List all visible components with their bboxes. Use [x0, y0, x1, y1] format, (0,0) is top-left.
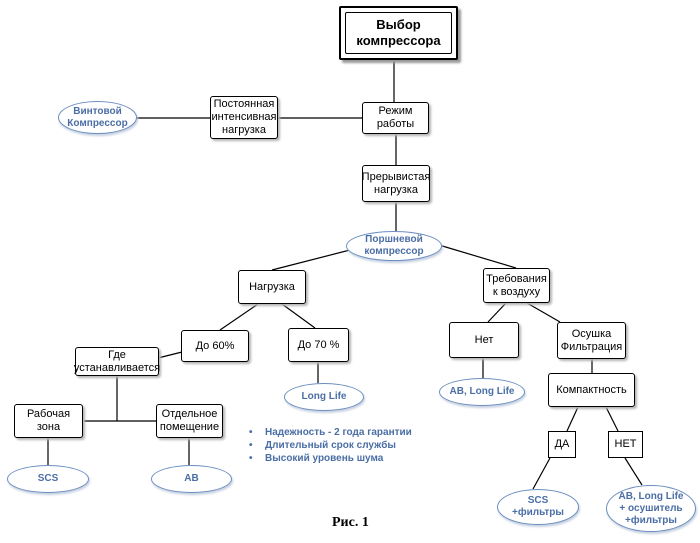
edge-no-abfull [624, 457, 643, 486]
node-separate-room: Отдельное помещение [156, 404, 223, 438]
node-screw-compressor: Винтовой Компрессор [58, 101, 137, 134]
node-ab-long-life-dryer-filters: AB, Long Life + осушитель +фильтры [606, 485, 696, 532]
edge-compact-yes [566, 406, 579, 432]
edge-load-70 [281, 303, 316, 329]
node-no-box: НЕТ [608, 431, 643, 458]
benefit-item: Высокий уровень шума [247, 452, 412, 465]
edge-airreq-drying [526, 302, 561, 323]
node-compactness: Компактность [548, 373, 635, 407]
benefit-item: Надежность - 2 года гарантии [247, 426, 412, 439]
node-constant-load: Постоянная интенсивная нагрузка [210, 96, 278, 139]
node-air-requirements: Требования к воздуху [483, 268, 550, 303]
edge-60-where [157, 351, 183, 359]
benefit-item: Длительный срок службы [247, 439, 412, 452]
node-scs: SCS [7, 465, 89, 493]
edge-airreq-no [487, 302, 507, 323]
node-ab-long-life: AB, Long Life [439, 378, 525, 406]
edge-where-split [84, 376, 118, 422]
edge-load-60 [219, 303, 259, 331]
node-long-life: Long Life [284, 383, 364, 411]
figure-caption: Рис. 1 [332, 515, 369, 530]
node-where-installed: Где устанавливается [74, 347, 160, 376]
node-piston-compressor: Поршневой компрессор [346, 231, 442, 261]
node-load: Нагрузка [238, 270, 306, 304]
node-upto-60: До 60% [181, 330, 249, 362]
node-drying-filtration: Осушка Фильтрация [557, 322, 626, 359]
node-mode: Режим работы [362, 102, 429, 134]
node-no: Нет [449, 322, 519, 358]
node-upto-70: До 70 % [288, 328, 349, 362]
edge-piston-airreq [438, 244, 517, 269]
edge-piston-load [271, 249, 351, 271]
edge-compact-no [605, 406, 619, 432]
piston-benefits-list: Надежность - 2 года гарантии Длительный … [247, 426, 412, 465]
node-intermittent-load: Прерывистая нагрузка [362, 165, 430, 202]
node-yes-box: ДА [548, 431, 576, 458]
title-node: Выбор компрессора [339, 6, 458, 60]
node-work-zone: Рабочая зона [14, 404, 83, 438]
node-ab: AB [151, 465, 232, 493]
node-scs-filters: SCS +фильтры [497, 489, 579, 525]
edge-yes-scsfilters [532, 457, 551, 490]
